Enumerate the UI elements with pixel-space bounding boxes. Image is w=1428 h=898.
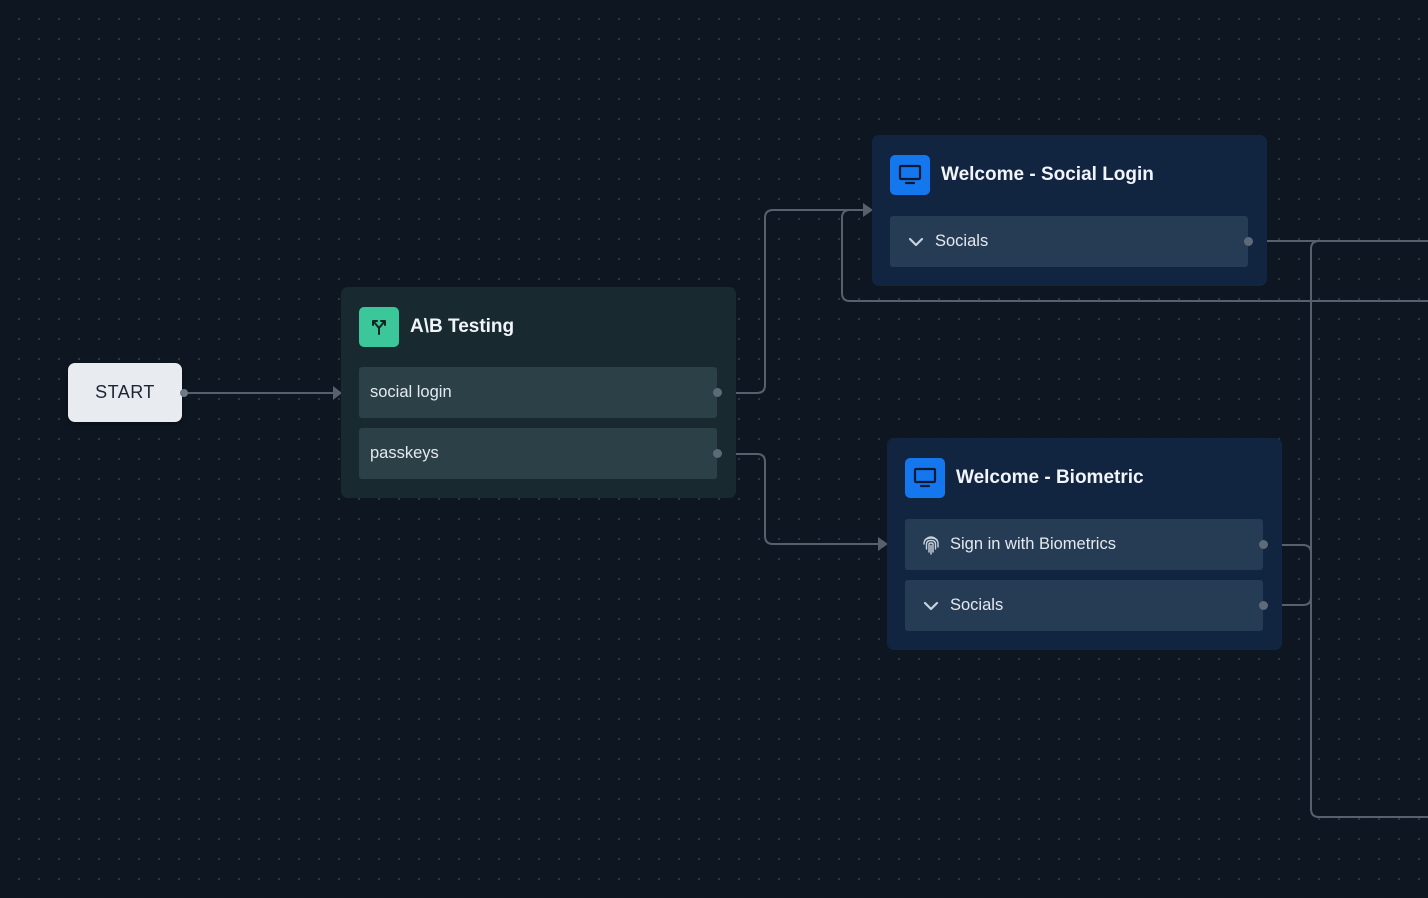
- branch-split-icon: [359, 307, 399, 347]
- socials-row[interactable]: Socials: [905, 580, 1263, 631]
- chevron-down-icon: [921, 596, 941, 616]
- socials-row[interactable]: Socials: [890, 216, 1248, 267]
- welcome-biometric-header: Welcome - Biometric: [905, 458, 1144, 498]
- fingerprint-icon: [921, 535, 941, 555]
- ab-testing-title: A\B Testing: [410, 316, 514, 338]
- monitor-icon: [905, 458, 945, 498]
- ab-option-social-login[interactable]: social login: [359, 367, 717, 418]
- edge-social-login-to-welcome-social: [717, 210, 864, 393]
- start-label: START: [95, 382, 155, 403]
- edge-passkeys-to-welcome-bio: [717, 454, 879, 544]
- sign-in-biometrics-row[interactable]: Sign in with Biometrics: [905, 519, 1263, 570]
- welcome-biometric-title: Welcome - Biometric: [956, 467, 1144, 489]
- start-output-port[interactable]: [180, 389, 188, 397]
- sign-in-biometrics-label: Sign in with Biometrics: [950, 535, 1116, 554]
- welcome-social-login-header: Welcome - Social Login: [890, 155, 1154, 195]
- welcome-social-login-node[interactable]: Welcome - Social Login Socials: [872, 135, 1267, 286]
- output-port[interactable]: [1259, 601, 1268, 610]
- ab-option-label: passkeys: [370, 444, 439, 463]
- ab-option-label: social login: [370, 383, 452, 402]
- welcome-biometric-node[interactable]: Welcome - Biometric Sign in with Biometr…: [887, 438, 1282, 650]
- edge-bio-right-vertical: [1311, 241, 1428, 817]
- socials-label: Socials: [935, 232, 988, 251]
- output-port[interactable]: [713, 449, 722, 458]
- monitor-icon: [890, 155, 930, 195]
- output-port[interactable]: [1259, 540, 1268, 549]
- output-port[interactable]: [713, 388, 722, 397]
- ab-testing-header: A\B Testing: [359, 307, 514, 347]
- ab-testing-node[interactable]: A\B Testing social login passkeys: [341, 287, 736, 498]
- chevron-down-icon: [906, 232, 926, 252]
- ab-option-passkeys[interactable]: passkeys: [359, 428, 717, 479]
- output-port[interactable]: [1244, 237, 1253, 246]
- socials-label: Socials: [950, 596, 1003, 615]
- welcome-social-login-title: Welcome - Social Login: [941, 164, 1154, 186]
- start-node[interactable]: START: [68, 363, 182, 422]
